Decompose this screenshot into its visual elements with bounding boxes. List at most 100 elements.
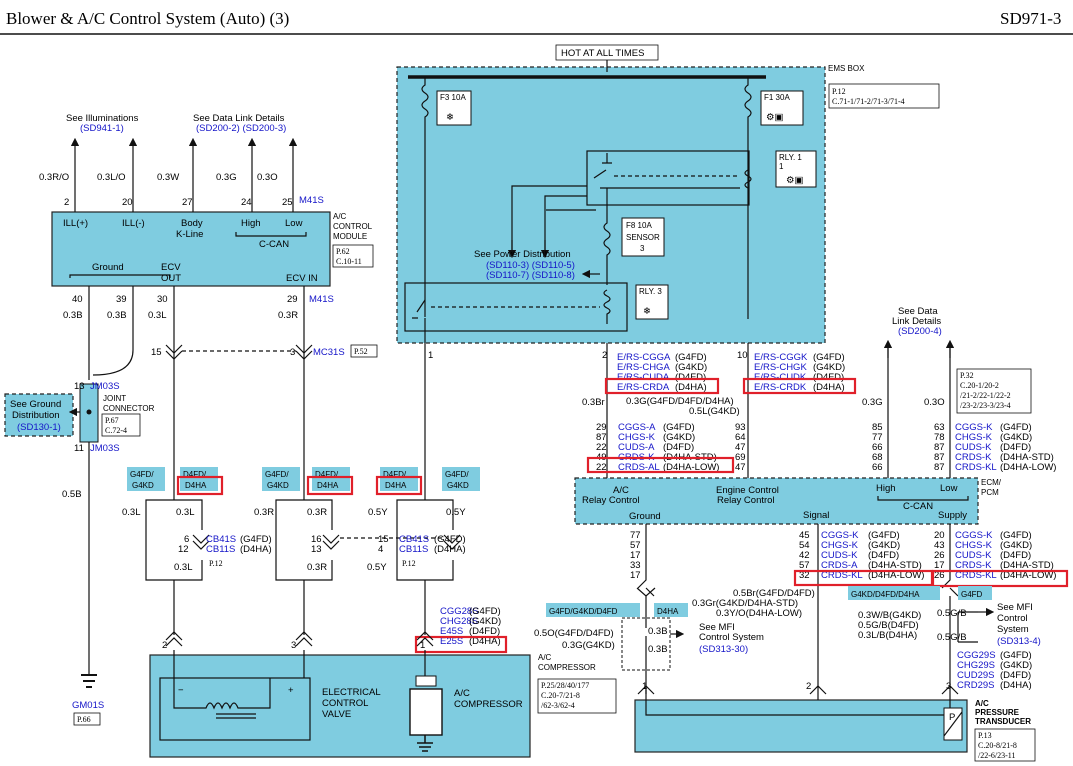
ecm-left-pin-b: 64 — [735, 432, 746, 443]
ecm-ground-pin: 17 — [630, 570, 641, 581]
cb1-eng-a: (G4FD) — [240, 534, 272, 545]
tag-g4fd-g4kd-3-text: G4FD/ — [445, 470, 469, 479]
ground-ref-box — [4, 393, 74, 437]
ecm-signal-supply-wires — [817, 524, 959, 690]
top-wire-pin: 24 — [241, 197, 252, 208]
bottom-wire-pin: 40 — [72, 294, 83, 305]
jm03s-pin-13: 13 — [74, 381, 85, 392]
ecm-in-name-a: E/RS-CRDA — [617, 382, 670, 393]
ground-ref-l2: Distribution — [12, 410, 60, 421]
ecm-name-1: ECM/ — [981, 478, 1002, 487]
trans-sg-b: 0.5G/B — [937, 632, 967, 643]
f8-fuse-box — [621, 217, 665, 257]
ecm-in-eng-k: (D4HA) — [813, 382, 845, 393]
ecm-right-pin-a: 66 — [872, 462, 883, 473]
jm03s-name-top: JM03S — [90, 381, 120, 392]
ecm-left-name: CGGS-A — [618, 422, 656, 433]
ecm-ground-pin: 17 — [630, 550, 641, 561]
tag-d4fd-d4ha-1-text2: D4HA — [185, 481, 207, 490]
tag-d4fd-d4ha-3-text2: D4HA — [385, 481, 407, 490]
pin-ecv-in: ECV IN — [286, 273, 318, 284]
module-ref-p: P.62 — [336, 247, 350, 256]
ecm-right-pin-b: 87 — [934, 452, 945, 463]
lower-wire-2: 0.3L — [176, 507, 195, 518]
bottom-wire-pin: 39 — [116, 294, 127, 305]
wire-03g: 0.3G(G4FD/D4FD/D4HA) — [626, 396, 734, 407]
ecm-ground-pin: 57 — [630, 540, 641, 551]
ecm-left-pin: 22 — [596, 462, 607, 473]
lower-wire-5: 0.5Y — [368, 507, 388, 518]
ecm-supply-name: CUDS-K — [955, 550, 992, 561]
ecm-high: High — [876, 483, 896, 494]
highlight-crdk — [742, 377, 857, 395]
ecm-signal-eng: (G4FD) — [868, 530, 900, 541]
ecv-coil — [173, 678, 271, 710]
ecm-signal-name: CRDS-KL — [821, 570, 863, 581]
comp-inner-2: COMPRESSOR — [454, 699, 523, 710]
ground-wire-color: 0.5B — [62, 489, 82, 500]
ecm-signal-pin: 32 — [799, 570, 810, 581]
gm01s-ref: P.66 — [77, 715, 91, 724]
ecm-dlink-1: See Data — [898, 306, 938, 317]
power-branches — [511, 185, 596, 254]
trans-split-a: 0.3B — [648, 626, 668, 637]
f1-label: F1 30A — [764, 93, 790, 102]
jm03s-title-1: JOINT — [103, 394, 126, 403]
relay-pin-1: 1 — [428, 350, 433, 361]
mc31s-name: MC31S — [313, 347, 345, 358]
ecm-ccan: C-CAN — [903, 501, 933, 512]
ecm-low: Low — [940, 483, 958, 494]
tag-d4fd-d4ha-1 — [180, 467, 218, 491]
ecm-right-pin-b: 87 — [934, 462, 945, 473]
trans-title-1: A/C — [975, 699, 989, 708]
ecm-in-eng-k: (G4KD) — [813, 362, 845, 373]
page-title: Blower & A/C Control System (Auto) (3) — [6, 9, 289, 28]
ecm-supply-eng: (G4FD) — [1000, 530, 1032, 541]
ecm-signal-pin: 42 — [799, 550, 810, 561]
cb3-name-a: CB41S — [399, 534, 429, 545]
comp-feeds — [173, 650, 426, 678]
comp-label-1: A/C — [538, 653, 552, 662]
ecm-pin-2: 2 — [602, 350, 607, 361]
ecv-box — [159, 677, 311, 741]
cb1-out: 0.3L — [174, 562, 193, 573]
f1-fuse-box — [760, 90, 804, 126]
mc31s-ref: P.52 — [354, 347, 368, 356]
ecm-right-name: CGGS-K — [955, 422, 993, 433]
top-wire-color: 0.3G — [216, 172, 237, 183]
cb3-eng-a: (G4FD) — [434, 534, 466, 545]
cb-connectors — [192, 534, 461, 550]
top-wire-color: 0.3L/O — [97, 172, 126, 183]
ems-ref-p: P.12 — [832, 87, 846, 96]
comp-ref-c2: /62-3/62-4 — [541, 701, 575, 710]
branch-ecv-out — [145, 499, 203, 635]
ecm-signal-eng: (D4HA-LOW) — [868, 570, 924, 581]
ground-ref-l1: See Ground — [10, 399, 61, 410]
ecv-label-1: ELECTRICAL — [322, 687, 381, 698]
bottom-wire-pin: 30 — [157, 294, 168, 305]
trans-conn-eng: (D4HA) — [1000, 680, 1032, 691]
tag-g4fd-text: G4FD — [961, 590, 983, 599]
mc31s-ref-box — [350, 344, 378, 358]
top-wire-color: 0.3R/O — [39, 172, 69, 183]
ecm-ec-1: Engine Control — [716, 485, 779, 496]
conn-m41s-bottom: M41S — [309, 294, 334, 305]
ecm-signal-name: CRDS-A — [821, 560, 858, 571]
wire-05l: 0.5L(G4KD) — [689, 406, 740, 417]
trans-ref-c1: C.20-8/21-8 — [978, 741, 1017, 750]
ecm-left-name: CHGS-K — [618, 432, 656, 443]
cb3-name-b: CB11S — [399, 544, 428, 555]
ecm-left-pin-b: 47 — [735, 462, 746, 473]
ecm-ground-pin: 33 — [630, 560, 641, 571]
trans-mfi2-2: Control — [997, 613, 1028, 624]
ecm-in-name-a: E/RS-CGGA — [617, 352, 671, 363]
dlink-ref-sd: (SD200-2) (SD200-3) — [196, 123, 286, 134]
trans-conn-eng: (D4FD) — [1000, 670, 1031, 681]
ground-brace — [69, 274, 171, 278]
ecm-right-pin-a: 66 — [872, 442, 883, 453]
cb3-out: 0.5Y — [367, 562, 387, 573]
ecm-left-eng: (D4HA-LOW) — [663, 462, 719, 473]
trans-mfi2-sd: (SD313-4) — [997, 636, 1041, 647]
top-wire-color: 0.3W — [157, 172, 179, 183]
